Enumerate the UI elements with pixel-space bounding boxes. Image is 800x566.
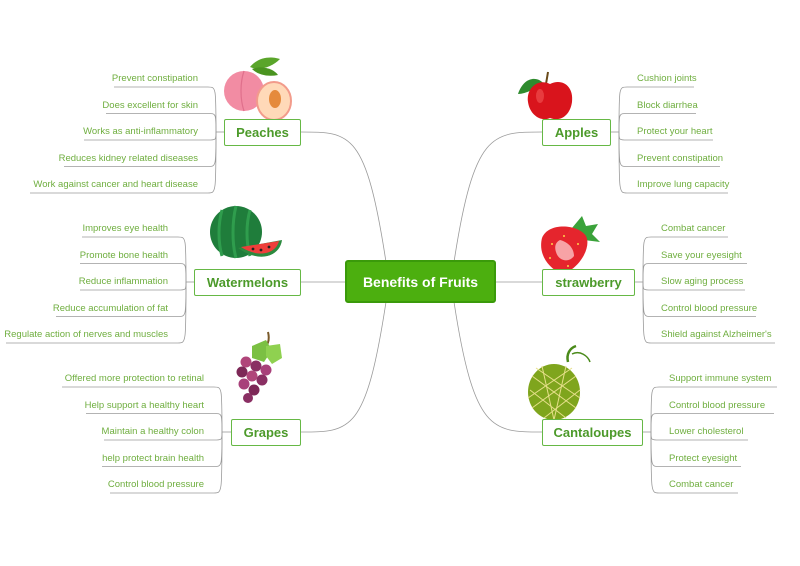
leaf-peaches-3[interactable]: Works as anti-inflammatory xyxy=(83,126,198,137)
branch-cantaloupes[interactable]: Cantaloupes xyxy=(542,419,643,446)
leaf-grapes-1[interactable]: Offered more protection to retinal xyxy=(64,373,204,384)
leaf-peaches-2[interactable]: Does excellent for skin xyxy=(102,99,198,111)
leaf-watermelons-4[interactable]: Reduce accumulation of fat xyxy=(52,302,168,314)
leaf-peaches-5[interactable]: Work against cancer and heart disease xyxy=(33,179,198,190)
watermelon-icon xyxy=(210,205,282,259)
leaf-apples-3[interactable]: Protect your heart xyxy=(637,126,713,137)
leaf-watermelons-3[interactable]: Reduce inflammation xyxy=(78,276,168,287)
branch-watermelons[interactable]: Watermelons xyxy=(194,269,301,296)
leaf-apples-5[interactable]: Improve lung capacity xyxy=(637,179,730,190)
leaf-grapes-2[interactable]: Help support a healthy heart xyxy=(84,399,204,411)
leaf-watermelons-5[interactable]: Regulate action of nerves and muscles xyxy=(4,329,168,340)
leaf-cantaloupes-5[interactable]: Combat cancer xyxy=(669,479,734,490)
leaf-grapes-4[interactable]: help protect brain health xyxy=(102,452,204,464)
strawberry-icon xyxy=(541,216,600,274)
leaf-strawberry-4[interactable]: Control blood pressure xyxy=(661,302,758,314)
grapes-icon xyxy=(236,331,282,403)
branch-grapes[interactable]: Grapes xyxy=(231,419,301,446)
branch-apples[interactable]: Apples xyxy=(542,119,611,146)
leaf-apples-1[interactable]: Cushion joints xyxy=(637,73,697,84)
peach-icon xyxy=(224,57,292,121)
apple-icon xyxy=(518,71,573,120)
cantaloupe-icon xyxy=(527,344,591,421)
central-topic[interactable]: Benefits of Fruits xyxy=(345,260,496,303)
leaf-strawberry-2[interactable]: Save your eyesight xyxy=(661,249,742,261)
leaf-cantaloupes-1[interactable]: Support immune system xyxy=(669,373,772,384)
leaf-peaches-1[interactable]: Prevent constipation xyxy=(111,73,198,84)
leaf-apples-2[interactable]: Block diarrhea xyxy=(637,99,698,111)
branch-peaches[interactable]: Peaches xyxy=(224,119,301,146)
leaf-cantaloupes-3[interactable]: Lower cholesterol xyxy=(669,426,744,437)
leaf-watermelons-1[interactable]: Improves eye health xyxy=(82,223,168,234)
leaf-apples-4[interactable]: Prevent constipation xyxy=(637,152,724,164)
leaf-strawberry-1[interactable]: Combat cancer xyxy=(661,223,726,234)
leaf-strawberry-3[interactable]: Slow aging process xyxy=(661,276,744,287)
leaf-peaches-4[interactable]: Reduces kidney related diseases xyxy=(58,152,198,164)
branch-strawberry[interactable]: strawberry xyxy=(542,269,635,296)
leaf-watermelons-2[interactable]: Promote bone health xyxy=(79,249,168,261)
leaf-grapes-3[interactable]: Maintain a healthy colon xyxy=(101,426,204,437)
leaf-cantaloupes-4[interactable]: Protect eyesight xyxy=(669,452,738,464)
leaf-grapes-5[interactable]: Control blood pressure xyxy=(107,479,204,490)
leaf-cantaloupes-2[interactable]: Control blood pressure xyxy=(669,399,766,411)
leaf-strawberry-5[interactable]: Shield against Alzheimer's xyxy=(661,329,772,340)
